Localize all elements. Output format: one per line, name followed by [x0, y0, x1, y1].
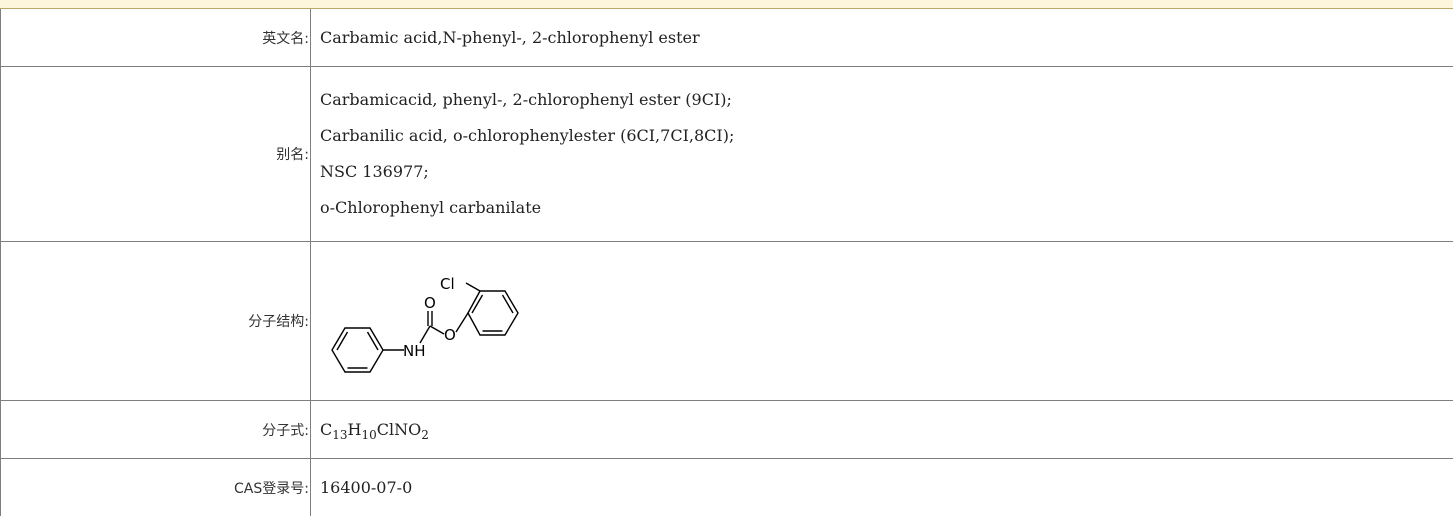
- alias-item: Carbanilic acid, o-chlorophenylester (6C…: [320, 126, 735, 145]
- row-formula: 分子式: C13H10ClNO2: [0, 400, 1453, 459]
- alias-item: Carbamicacid, phenyl-, 2-chlorophenyl es…: [320, 90, 732, 109]
- properties-table: 英文名: Carbamic acid,N-phenyl-, 2-chloroph…: [0, 9, 1453, 516]
- atom-cl: Cl: [440, 275, 455, 293]
- row-cas: CAS登录号: 16400-07-0: [0, 458, 1453, 516]
- row-alias: 别名: Carbamicacid, phenyl-, 2-chloropheny…: [0, 66, 1453, 242]
- alias-item: o-Chlorophenyl carbanilate: [320, 198, 542, 217]
- atom-o-carbonyl: O: [424, 294, 436, 312]
- formula-label: 分子式:: [0, 400, 311, 459]
- alias-item: NSC 136977;: [320, 162, 429, 181]
- section-header-bar: [0, 0, 1453, 9]
- formula-value: C13H10ClNO2: [310, 400, 1453, 459]
- atom-nh: NH: [403, 342, 426, 360]
- row-structure: 分子结构:: [0, 241, 1453, 401]
- structure-label: 分子结构:: [0, 241, 311, 401]
- molecular-structure-image: Cl O O NH: [331, 275, 519, 373]
- row-english-name: 英文名: Carbamic acid,N-phenyl-, 2-chloroph…: [0, 9, 1453, 67]
- phenyl-ring-left: [331, 327, 384, 373]
- cas-label: CAS登录号:: [0, 458, 311, 516]
- alias-values: Carbamicacid, phenyl-, 2-chlorophenyl es…: [310, 66, 1453, 242]
- structure-cell: Cl O O NH: [310, 241, 1453, 401]
- chlorophenyl-ring: [467, 290, 519, 336]
- cas-value: 16400-07-0: [320, 478, 413, 497]
- alias-label: 别名:: [0, 66, 311, 242]
- atom-o-ester: O: [444, 326, 456, 344]
- english-name-label: 英文名:: [0, 9, 311, 67]
- english-name-value: Carbamic acid,N-phenyl-, 2-chlorophenyl …: [310, 9, 1453, 67]
